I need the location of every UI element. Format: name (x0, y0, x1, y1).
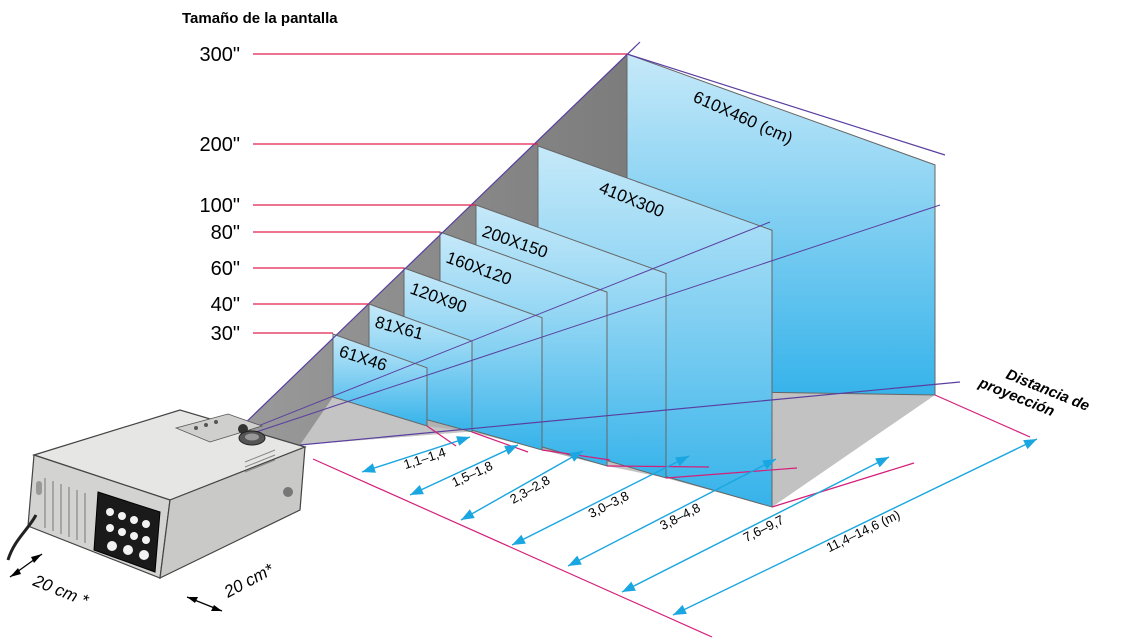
size-row-5: 100" (200, 195, 476, 217)
distance-label: 2,3–2,8 (507, 472, 552, 506)
distance-label: 7,6–9,7 (741, 512, 786, 545)
screen-1: 61X46 (332, 333, 428, 427)
distance-label: 1,5–1,8 (449, 458, 495, 490)
distance-label: 1,1–1,4 (402, 444, 448, 472)
clearance-left: 20 cm * (9, 553, 93, 611)
clearance-right-label: 20 cm* (220, 559, 278, 602)
size-row-6: 200" (200, 134, 538, 156)
screen-size-label: 200" (200, 134, 240, 156)
screen-size-label: 300" (200, 44, 240, 66)
size-row-3: 60" (211, 258, 404, 280)
screen-size-label: 30" (211, 323, 240, 345)
clearance-right: 20 cm* (186, 559, 278, 612)
size-row-4: 80" (211, 222, 440, 244)
size-row-7: 300" (200, 44, 627, 66)
screens: 610X460 (cm)410X300200X150160X120120X908… (332, 53, 936, 508)
distance-label: 11,4–14,6 (m) (824, 507, 903, 555)
screen-size-label: 40" (211, 294, 240, 316)
chart-title: Tamaño de la pantalla (182, 10, 338, 27)
distance-label: 3,8–4,8 (657, 500, 702, 533)
projector-illustration (6, 409, 307, 580)
clearance-left-label: 20 cm * (30, 571, 93, 611)
screen-size-label: 80" (211, 222, 240, 244)
screen-size-label: 100" (200, 195, 240, 217)
distance-label: 3,0–3,8 (586, 488, 631, 521)
screen-size-lines: 30" 40" 60" 80" 100" 200" 300" (200, 44, 627, 345)
screen-size-label: 60" (211, 258, 240, 280)
size-row-1: 30" (211, 323, 333, 345)
projection-outline (239, 41, 961, 446)
size-row-2: 40" (211, 294, 369, 316)
